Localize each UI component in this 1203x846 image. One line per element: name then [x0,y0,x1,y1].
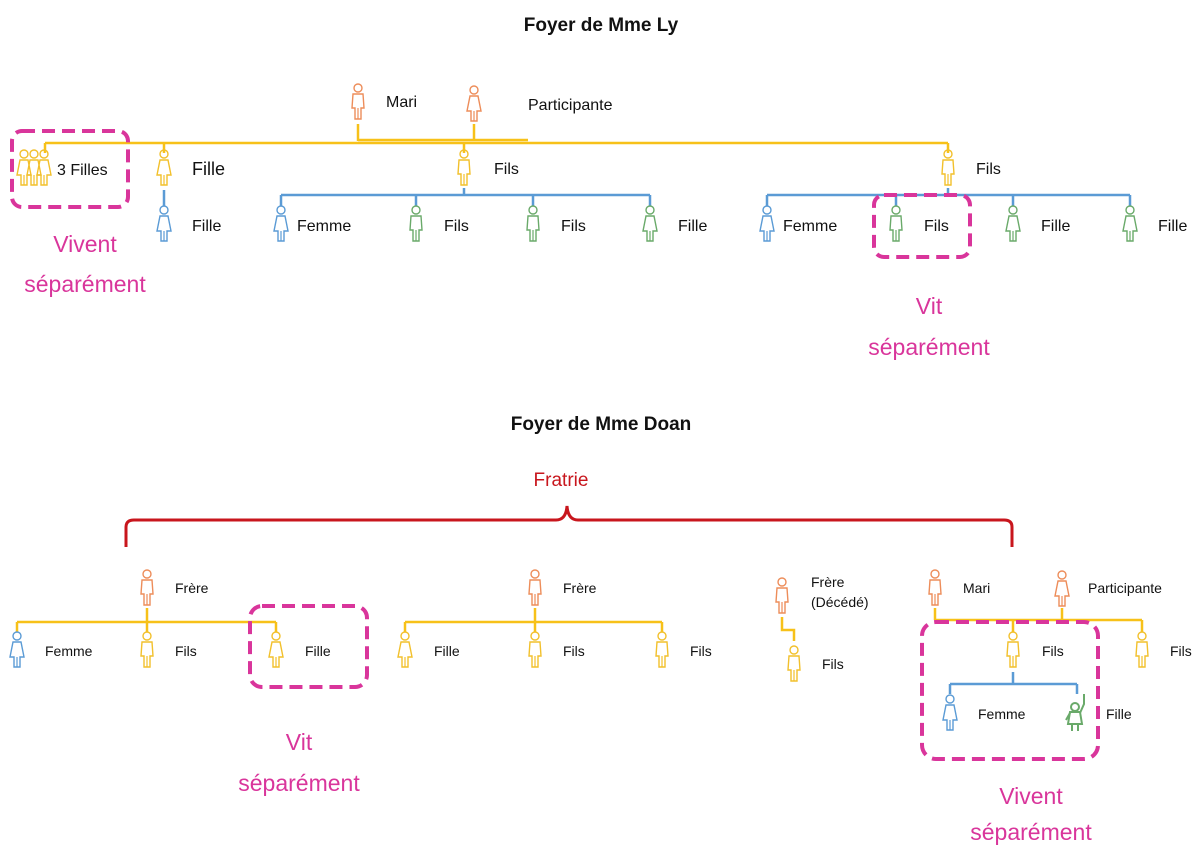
note-doan-left-line2: séparément [238,770,360,796]
label-fils-b: Fils [494,161,519,178]
frere1-fille-icon [268,631,284,668]
fils-b-femme-icon [273,205,289,242]
label-doan-fils-right: Fils [1170,643,1192,659]
label-frere1-fille: Fille [305,643,331,659]
fille-a-child-icon [156,205,172,242]
label-fille-a-child: Fille [192,218,221,235]
doan-fils-fille-icon [1065,694,1085,731]
doan-mari-icon [928,569,942,606]
label-doan-fils-main: Fils [1042,643,1064,659]
note-ly-left-line1: Vivent [53,231,117,257]
label-frere2-fils2: Fils [690,643,712,659]
fille-icon-3 [36,149,52,186]
label-frere1: Frère [175,580,209,596]
label-frere2-fille: Fille [434,643,460,659]
fils-c-fille1-icon [1005,205,1021,242]
fille-a-icon [156,149,172,186]
fratrie-brace [124,505,1014,547]
frere2-fils1-icon [528,631,542,668]
fils-b-connectors [279,188,652,206]
ly-parent-connectors [43,124,950,153]
fils-b-fils1-icon [409,205,423,242]
label-3-filles: 3 Filles [57,162,108,179]
separate-box-frere1-fille [248,604,369,689]
label-mari: Mari [386,94,417,111]
frere2-icon [528,569,542,606]
separate-box-doan-fils [920,620,1100,761]
fils-c-fille2-icon [1122,205,1138,242]
label-fils-c-fille1: Fille [1041,218,1070,235]
fils-b-icon [457,149,471,186]
label-fils-c-femme: Femme [783,218,837,235]
label-frere3-fils: Fils [822,656,844,672]
label-fils-c-fille2: Fille [1158,218,1187,235]
label-doan-fils-fille: Fille [1106,706,1132,722]
frere1-fils-icon [140,631,154,668]
frere1-connectors [15,608,278,632]
frere2-fille-icon [397,631,413,668]
mari-icon [351,83,365,120]
label-frere1-femme: Femme [45,643,93,659]
label-fratrie: Fratrie [534,470,589,491]
label-fils-b-femme: Femme [297,218,351,235]
fils-b-fils2-icon [526,205,540,242]
frere1-femme-icon [9,631,25,668]
doan-fils-main-icon [1006,631,1020,668]
note-ly-right-line2: séparément [868,334,990,360]
frere1-icon [140,569,154,606]
label-frere2: Frère [563,580,597,596]
doan-fils-femme-icon [942,694,958,731]
note-doan-right-line2: séparément [970,819,1092,845]
fils-c-femme-icon [759,205,775,242]
separate-box-3-filles [10,129,130,209]
label-frere3-line1: Frère [811,574,845,590]
fils-c-icon [941,149,955,186]
frere3-icon [775,577,789,614]
title-doan: Foyer de Mme Doan [511,414,692,435]
label-fils-c: Fils [976,161,1001,178]
participante-icon [466,85,482,122]
label-frere3-line2: (Décédé) [811,594,869,610]
doan-fils-right-icon [1135,631,1149,668]
label-doan-participante: Participante [1088,580,1162,596]
note-doan-left-line1: Vit [286,729,313,755]
note-doan-right-line1: Vivent [999,783,1063,809]
frere2-connectors [403,608,664,632]
label-fils-c-fils: Fils [924,218,949,235]
separate-box-fils [872,193,972,259]
fils-c-fils-icon [889,205,903,242]
label-doan-mari: Mari [963,580,990,596]
frere2-fils2-icon [655,631,669,668]
label-doan-fils-femme: Femme [978,706,1026,722]
frere3-connector [780,617,796,641]
note-ly-left-line2: séparément [24,271,146,297]
doan-fils-connectors [948,672,1079,694]
fils-b-fille-icon [642,205,658,242]
label-frere2-fils1: Fils [563,643,585,659]
label-participante: Participante [528,97,613,114]
label-fille-a: Fille [192,159,225,179]
note-ly-right-line1: Vit [916,293,943,319]
label-frere1-fils: Fils [175,643,197,659]
label-fils-b-fille: Fille [678,218,707,235]
frere3-fils-icon [787,645,801,682]
doan-participante-icon [1054,570,1070,607]
label-fils-b-fils2: Fils [561,218,586,235]
label-fils-b-fils1: Fils [444,218,469,235]
title-ly: Foyer de Mme Ly [524,15,679,36]
